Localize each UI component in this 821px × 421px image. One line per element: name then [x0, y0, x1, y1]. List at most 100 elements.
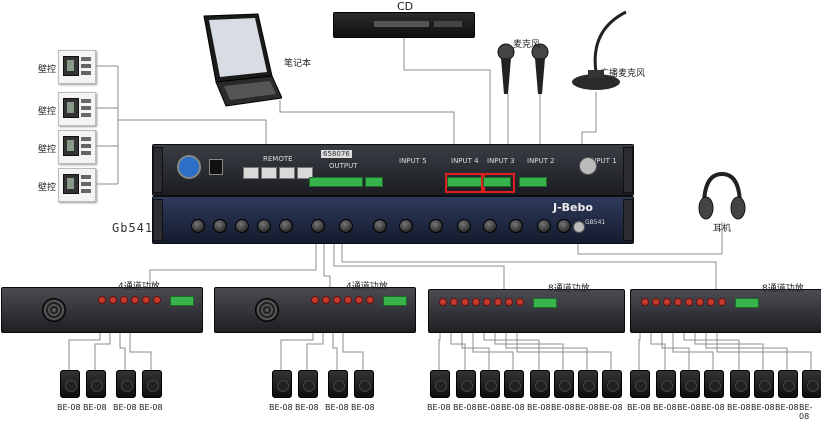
- wall-control-label: 壁控: [38, 183, 57, 193]
- speaker-icon: [86, 370, 106, 398]
- wire: [581, 92, 597, 150]
- speaker-icon: [704, 370, 724, 398]
- speaker-label: BE-08: [575, 403, 599, 412]
- speaker-label: BE-08: [427, 403, 451, 412]
- input3-highlight: [481, 173, 515, 193]
- wire: [661, 331, 690, 370]
- wire: [279, 100, 455, 150]
- speaker-label: BE-08: [599, 403, 623, 412]
- speaker-icon: [680, 370, 700, 398]
- amplifier-label: 4通道功放: [346, 282, 388, 292]
- speaker-icon: [504, 370, 524, 398]
- remote-label: REMOTE: [263, 155, 293, 163]
- wire: [323, 236, 331, 290]
- laptop-icon: [203, 13, 282, 107]
- speaker-icon: [578, 370, 598, 398]
- mixer-rear-panel: REMOTE 658076 OUTPUT INPUT 5 INPUT 4 INP…: [152, 144, 634, 196]
- serial-label: 658076: [321, 150, 352, 158]
- wire: [672, 331, 714, 370]
- wire: [94, 331, 111, 370]
- xlr-input-icon: [579, 157, 597, 175]
- headphones-icon: [698, 171, 746, 220]
- wire: [129, 331, 152, 370]
- speaker-label: BE-08: [677, 403, 701, 412]
- brand-label: J-Bebo: [553, 201, 593, 214]
- headphone-jack-icon: [573, 221, 585, 233]
- speaker-icon: [298, 370, 318, 398]
- speaker-label: BE-08: [477, 403, 501, 412]
- amplifier: [214, 287, 416, 333]
- wire: [461, 331, 490, 370]
- speaker-icon: [328, 370, 348, 398]
- speaker-label: BE-08: [295, 403, 319, 412]
- wall-control-label: 壁控: [38, 107, 57, 117]
- wire: [683, 331, 740, 370]
- wall-control-panel: [58, 50, 96, 84]
- wire: [694, 331, 764, 370]
- speaker-label: BE-08: [799, 403, 813, 421]
- amplifier: [1, 287, 203, 333]
- wire: [450, 331, 466, 370]
- microphone-icon: [497, 43, 549, 94]
- wire: [638, 331, 641, 370]
- laptop-label: 笔记本: [284, 59, 312, 69]
- wire: [650, 331, 666, 370]
- paging-microphone-label: 广播麦克风: [600, 69, 646, 79]
- speaker-icon: [60, 370, 80, 398]
- input2-label: INPUT 2: [527, 157, 555, 165]
- wire: [68, 331, 101, 370]
- cd-label: CD: [397, 0, 414, 13]
- speaker-label: BE-08: [113, 403, 137, 412]
- output-label: OUTPUT: [329, 162, 358, 170]
- input1-label: INPUT 1: [589, 157, 617, 165]
- power-connector-icon: [177, 155, 201, 179]
- wall-control-label: 壁控: [38, 145, 57, 155]
- speaker-icon: [754, 370, 774, 398]
- headphones-label: 耳机: [713, 224, 732, 234]
- front-model-label: GB541: [585, 219, 606, 226]
- input5-label: INPUT 5: [399, 157, 427, 165]
- amplifier: [630, 289, 821, 333]
- speaker-icon: [430, 370, 450, 398]
- input4-highlight: [445, 173, 485, 193]
- wire: [483, 331, 540, 370]
- speaker-label: BE-08: [527, 403, 551, 412]
- speaker-icon: [354, 370, 374, 398]
- wall-control-panel: [58, 92, 96, 126]
- speaker-icon: [116, 370, 136, 398]
- wire: [716, 331, 812, 370]
- wire: [341, 236, 717, 292]
- wire: [516, 331, 612, 370]
- input4-label: INPUT 4: [451, 157, 479, 165]
- speaker-icon: [530, 370, 550, 398]
- microphone-label: 麦克风: [513, 40, 541, 50]
- wall-control-label: 壁控: [38, 65, 57, 75]
- speaker-icon: [730, 370, 750, 398]
- wire: [119, 331, 126, 370]
- speaker-icon: [656, 370, 676, 398]
- cd-player: [333, 12, 475, 38]
- mixer-front-panel: J-Bebo GB541: [152, 196, 634, 244]
- speaker-label: BE-08: [653, 403, 677, 412]
- amplifier-label: 8通道功放: [548, 284, 590, 294]
- speaker-icon: [272, 370, 292, 398]
- speaker-label: BE-08: [727, 403, 751, 412]
- speaker-icon: [802, 370, 821, 398]
- amplifier: [428, 289, 625, 333]
- speaker-icon: [778, 370, 798, 398]
- speaker-icon: [142, 370, 162, 398]
- wire: [342, 331, 364, 370]
- amplifier-label: 4通道功放: [118, 282, 160, 292]
- wire: [403, 36, 491, 150]
- speaker-label: BE-08: [501, 403, 525, 412]
- wire: [333, 236, 505, 292]
- speaker-icon: [456, 370, 476, 398]
- speaker-label: BE-08: [751, 403, 775, 412]
- speaker-icon: [630, 370, 650, 398]
- speaker-label: BE-08: [139, 403, 163, 412]
- speaker-icon: [602, 370, 622, 398]
- wire: [472, 331, 514, 370]
- wall-control-panel: [58, 130, 96, 164]
